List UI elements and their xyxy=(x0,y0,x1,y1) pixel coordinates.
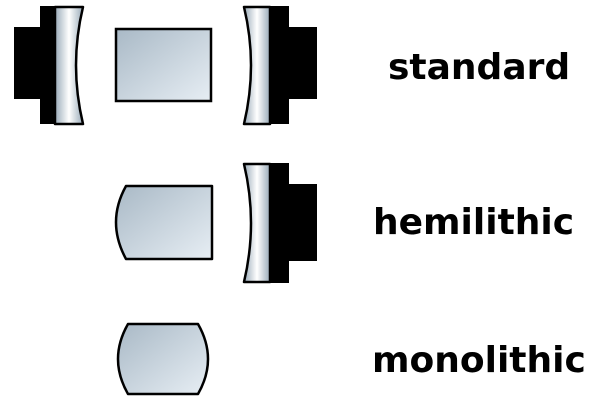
mirror-holder-right xyxy=(269,163,317,283)
mirror-holder-left xyxy=(14,6,56,124)
monolithic-configuration xyxy=(116,322,210,396)
coated-crystal xyxy=(114,184,214,261)
mirror-left xyxy=(53,5,85,126)
standard-configuration xyxy=(14,5,317,126)
mirror-right xyxy=(242,162,272,284)
label-standard: standard xyxy=(388,47,571,88)
mirror-holder-right xyxy=(269,6,317,124)
gain-crystal xyxy=(114,27,213,103)
label-monolithic: monolithic xyxy=(372,340,586,381)
mirror-right xyxy=(242,5,272,126)
label-hemilithic: hemilithic xyxy=(373,202,575,243)
hemilithic-configuration xyxy=(114,162,317,284)
coated-crystal xyxy=(116,322,210,396)
